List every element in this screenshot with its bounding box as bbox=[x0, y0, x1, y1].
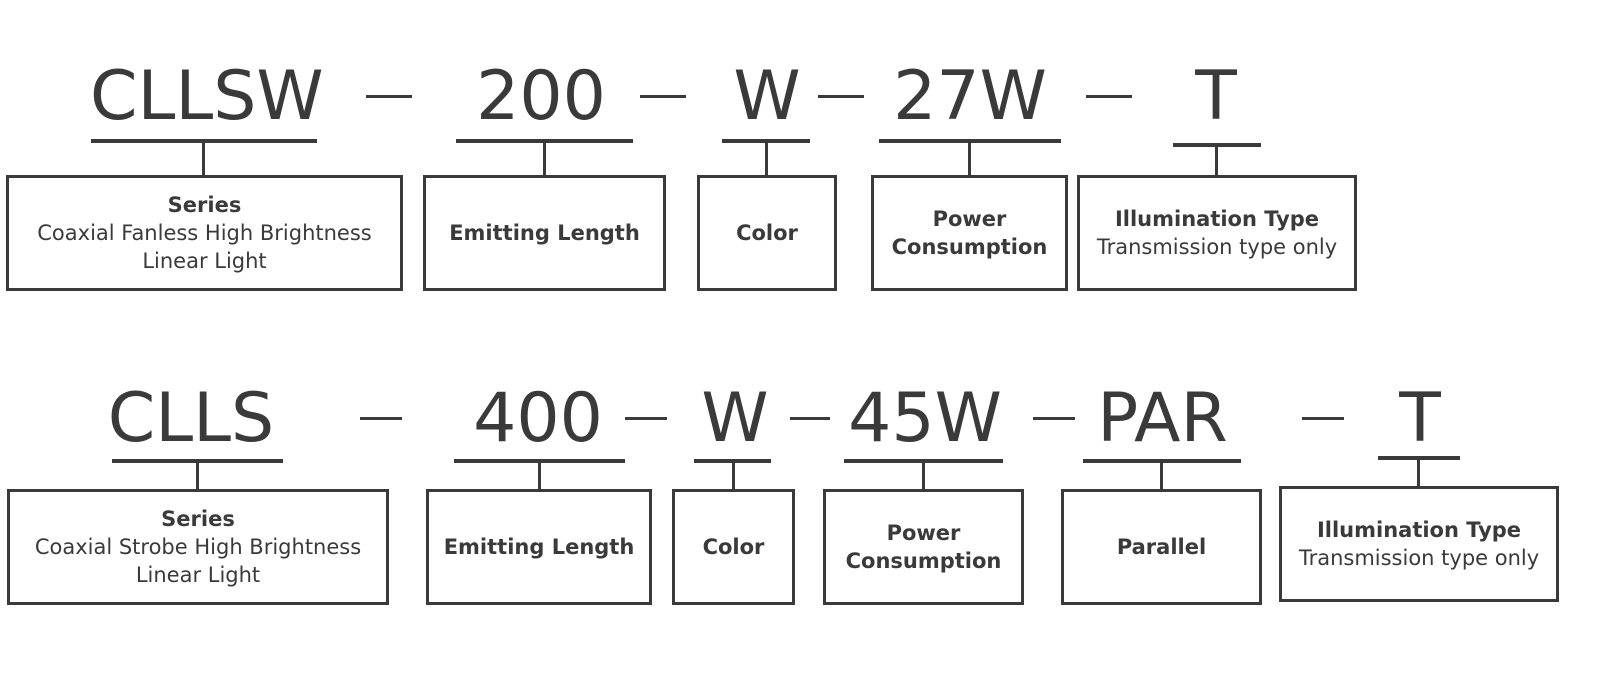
row2-series-desc-2: Linear Light bbox=[135, 563, 261, 587]
row2-series-label: Series bbox=[161, 507, 235, 531]
row1-connector-series bbox=[202, 143, 205, 177]
row1-illum-label: Illumination Type bbox=[1114, 207, 1320, 231]
row1-underline-color bbox=[722, 139, 810, 143]
row2-connector-power bbox=[922, 463, 925, 491]
row1-underline-series bbox=[91, 139, 317, 143]
row2-dash-3 bbox=[790, 417, 830, 420]
row2-code-series: CLLS bbox=[107, 379, 275, 458]
row1-series-label: Series bbox=[167, 193, 242, 217]
row2-connector-color bbox=[732, 463, 735, 491]
row1-connector-power bbox=[968, 143, 971, 177]
row1-color-label: Color bbox=[736, 221, 798, 245]
row2-code-parallel: PAR bbox=[1097, 379, 1228, 458]
row2-box-color: Color bbox=[672, 489, 795, 605]
row1-underline-illum bbox=[1173, 143, 1261, 147]
row1-code-series: CLLSW bbox=[90, 57, 324, 136]
row1-connector-illum bbox=[1215, 147, 1218, 177]
row2-parallel-label: Parallel bbox=[1116, 535, 1207, 559]
row2-underline-illum bbox=[1378, 456, 1460, 460]
row1-code-power: 27W bbox=[893, 57, 1047, 136]
row2-box-parallel: Parallel bbox=[1061, 489, 1262, 605]
row2-dash-2 bbox=[625, 417, 667, 420]
row2-series-desc-1: Coaxial Strobe High Brightness bbox=[34, 535, 362, 559]
row1-connector-length bbox=[543, 143, 546, 177]
row2-dash-1 bbox=[360, 417, 402, 420]
row2-code-color: W bbox=[701, 379, 769, 458]
row1-power-label-1: Power bbox=[932, 207, 1007, 231]
row2-box-illum: Illumination Type Transmission type only bbox=[1279, 486, 1559, 602]
row1-box-power: Power Consumption bbox=[871, 175, 1068, 291]
row2-power-label-1: Power bbox=[886, 521, 961, 545]
row2-illum-label: Illumination Type bbox=[1316, 518, 1522, 542]
row2-underline-series bbox=[112, 459, 283, 463]
row2-underline-power bbox=[844, 459, 1003, 463]
row2-connector-parallel bbox=[1160, 463, 1163, 491]
row1-series-desc-1: Coaxial Fanless High Brightness bbox=[37, 221, 372, 245]
row1-dash-3 bbox=[818, 95, 864, 98]
row2-connector-illum bbox=[1417, 460, 1420, 488]
row1-illum-desc: Transmission type only bbox=[1096, 235, 1338, 259]
row2-code-illum: T bbox=[1399, 379, 1441, 458]
row1-box-illum: Illumination Type Transmission type only bbox=[1077, 175, 1357, 291]
row2-underline-parallel bbox=[1083, 459, 1241, 463]
row2-underline-length bbox=[454, 459, 625, 463]
row1-dash-4 bbox=[1086, 95, 1132, 98]
row2-underline-color bbox=[694, 459, 771, 463]
row1-series-desc-2: Linear Light bbox=[142, 249, 267, 273]
row1-dash-2 bbox=[640, 95, 686, 98]
row1-code-illum: T bbox=[1195, 57, 1237, 136]
row1-box-length: Emitting Length bbox=[423, 175, 666, 291]
row2-color-label: Color bbox=[702, 535, 765, 559]
row2-connector-series bbox=[196, 463, 199, 491]
row2-box-power: Power Consumption bbox=[823, 489, 1024, 605]
row1-underline-power bbox=[879, 139, 1061, 143]
row2-code-length: 400 bbox=[473, 379, 603, 458]
row1-dash-1 bbox=[366, 95, 412, 98]
row1-box-color: Color bbox=[697, 175, 837, 291]
row1-power-label-2: Consumption bbox=[891, 235, 1048, 259]
row1-length-label: Emitting Length bbox=[449, 221, 640, 245]
row1-box-series: Series Coaxial Fanless High Brightness L… bbox=[6, 175, 403, 291]
row1-connector-color bbox=[765, 143, 768, 177]
row2-connector-length bbox=[538, 463, 541, 491]
row2-length-label: Emitting Length bbox=[443, 535, 635, 559]
row2-dash-5 bbox=[1302, 417, 1344, 420]
row2-box-series: Series Coaxial Strobe High Brightness Li… bbox=[7, 489, 389, 605]
row2-code-power: 45W bbox=[848, 379, 1002, 458]
row2-illum-desc: Transmission type only bbox=[1298, 546, 1540, 570]
row2-power-label-2: Consumption bbox=[845, 549, 1002, 573]
row2-dash-4 bbox=[1033, 417, 1075, 420]
row1-code-length: 200 bbox=[476, 57, 606, 136]
row1-underline-length bbox=[456, 139, 633, 143]
row1-code-color: W bbox=[733, 57, 801, 136]
row2-box-length: Emitting Length bbox=[426, 489, 652, 605]
